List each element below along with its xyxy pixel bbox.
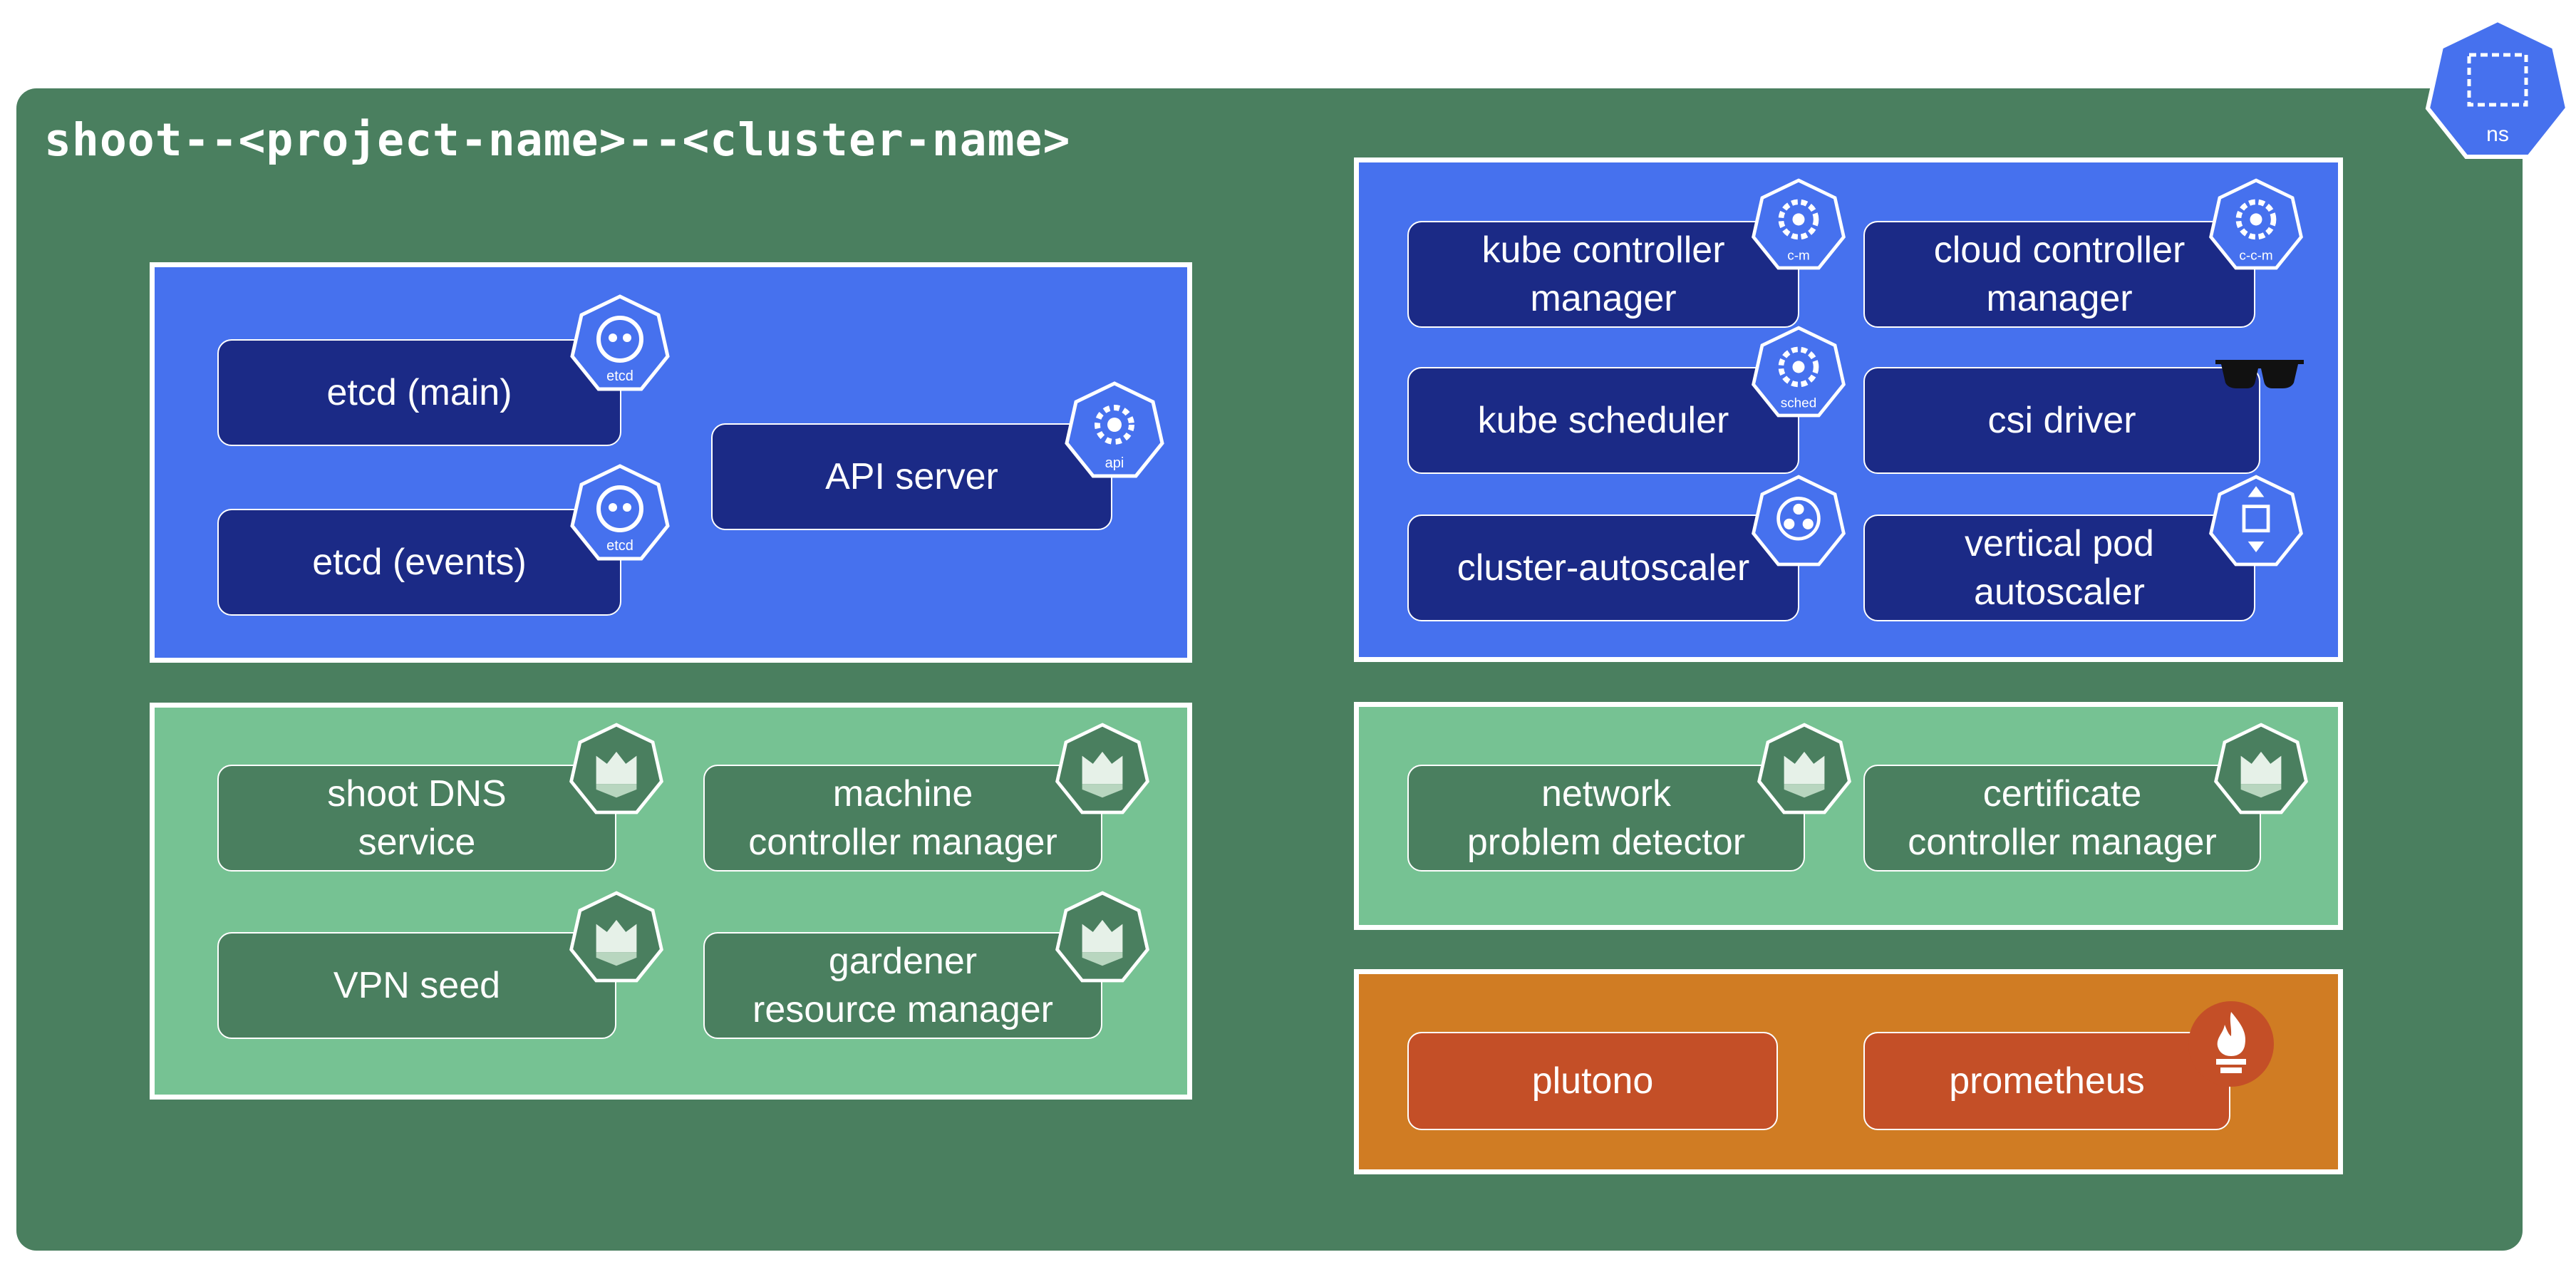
autoscaler-label: cluster-autoscaler [1457,547,1750,589]
plutono-label: plutono [1531,1060,1654,1102]
svg-text:c-c-m: c-c-m [2239,249,2272,264]
gardener-icon [569,723,663,815]
scheduler-icon: sched [1752,326,1846,418]
gardener-icon [2214,723,2308,815]
prometheus-box[interactable]: prometheus [1863,1032,2230,1130]
csi-label: csi driver [1987,400,2136,441]
etcd-main-box[interactable]: etcd (main) [217,339,621,446]
kcm-label: kube controller manager [1481,229,1725,319]
vpa-icon [2209,475,2303,567]
plutono-box[interactable]: plutono [1407,1032,1778,1130]
svg-text:ns: ns [2486,123,2509,146]
svg-text:etcd: etcd [606,368,633,384]
vpn-label: VPN seed [333,965,501,1006]
npd-label: network problem detector [1467,773,1746,863]
etcd-events-box[interactable]: etcd (events) [217,509,621,616]
etcd-icon: etcd [570,464,670,561]
machine-controller-manager-box[interactable]: machine controller manager [703,765,1102,872]
network-problem-detector-box[interactable]: network problem detector [1407,765,1805,872]
cluster-autoscaler-box[interactable]: cluster-autoscaler [1407,515,1799,621]
vpn-seed-box[interactable]: VPN seed [217,932,616,1039]
gardener-icon [1055,723,1149,815]
kube-scheduler-box[interactable]: kube scheduler [1407,367,1799,474]
api-server-icon: api [1065,381,1164,478]
scheduler-label: kube scheduler [1477,400,1729,441]
api-server-box[interactable]: API server [711,423,1112,530]
gardener-icon [1757,723,1851,815]
cert-label: certificate controller manager [1908,773,2217,863]
svg-text:api: api [1105,455,1124,471]
vertical-pod-autoscaler-box[interactable]: vertical pod autoscaler [1863,515,2255,621]
gardener-resource-manager-box[interactable]: gardener resource manager [703,932,1102,1039]
gardener-icon [1055,891,1149,983]
dns-label: shoot DNS service [327,773,507,863]
mcm-label: machine controller manager [748,773,1057,863]
cloud-controller-manager-icon: c-c-m [2209,178,2303,270]
namespace-title: shoot--<project-name>--<cluster-name> [44,114,1071,166]
svg-text:etcd: etcd [606,538,633,554]
etcd-main-label: etcd (main) [326,372,512,413]
csi-driver-box[interactable]: csi driver [1863,367,2260,474]
gardener-components-group [150,703,1192,1100]
svg-text:c-m: c-m [1787,249,1810,264]
k8s-namespace-icon: ns [2425,17,2570,159]
sunglasses-icon [2215,360,2304,388]
shoot-dns-service-box[interactable]: shoot DNS service [217,765,616,872]
autoscaler-icon [1752,475,1846,567]
etcd-events-label: etcd (events) [312,542,527,583]
certificate-controller-manager-box[interactable]: certificate controller manager [1863,765,2261,872]
etcd-icon: etcd [570,294,670,391]
cloud-controller-manager-box[interactable]: cloud controller manager [1863,221,2255,328]
ccm-label: cloud controller manager [1933,229,2186,319]
svg-text:sched: sched [1781,396,1816,411]
grm-label: gardener resource manager [752,941,1053,1030]
vpa-label: vertical pod autoscaler [1965,523,2154,613]
kube-controller-manager-box[interactable]: kube controller manager [1407,221,1799,328]
api-server-label: API server [825,456,998,497]
controller-manager-icon: c-m [1752,178,1846,270]
gardener-icon [569,891,663,983]
prometheus-icon [2188,1001,2274,1087]
prometheus-label: prometheus [1949,1060,2145,1102]
